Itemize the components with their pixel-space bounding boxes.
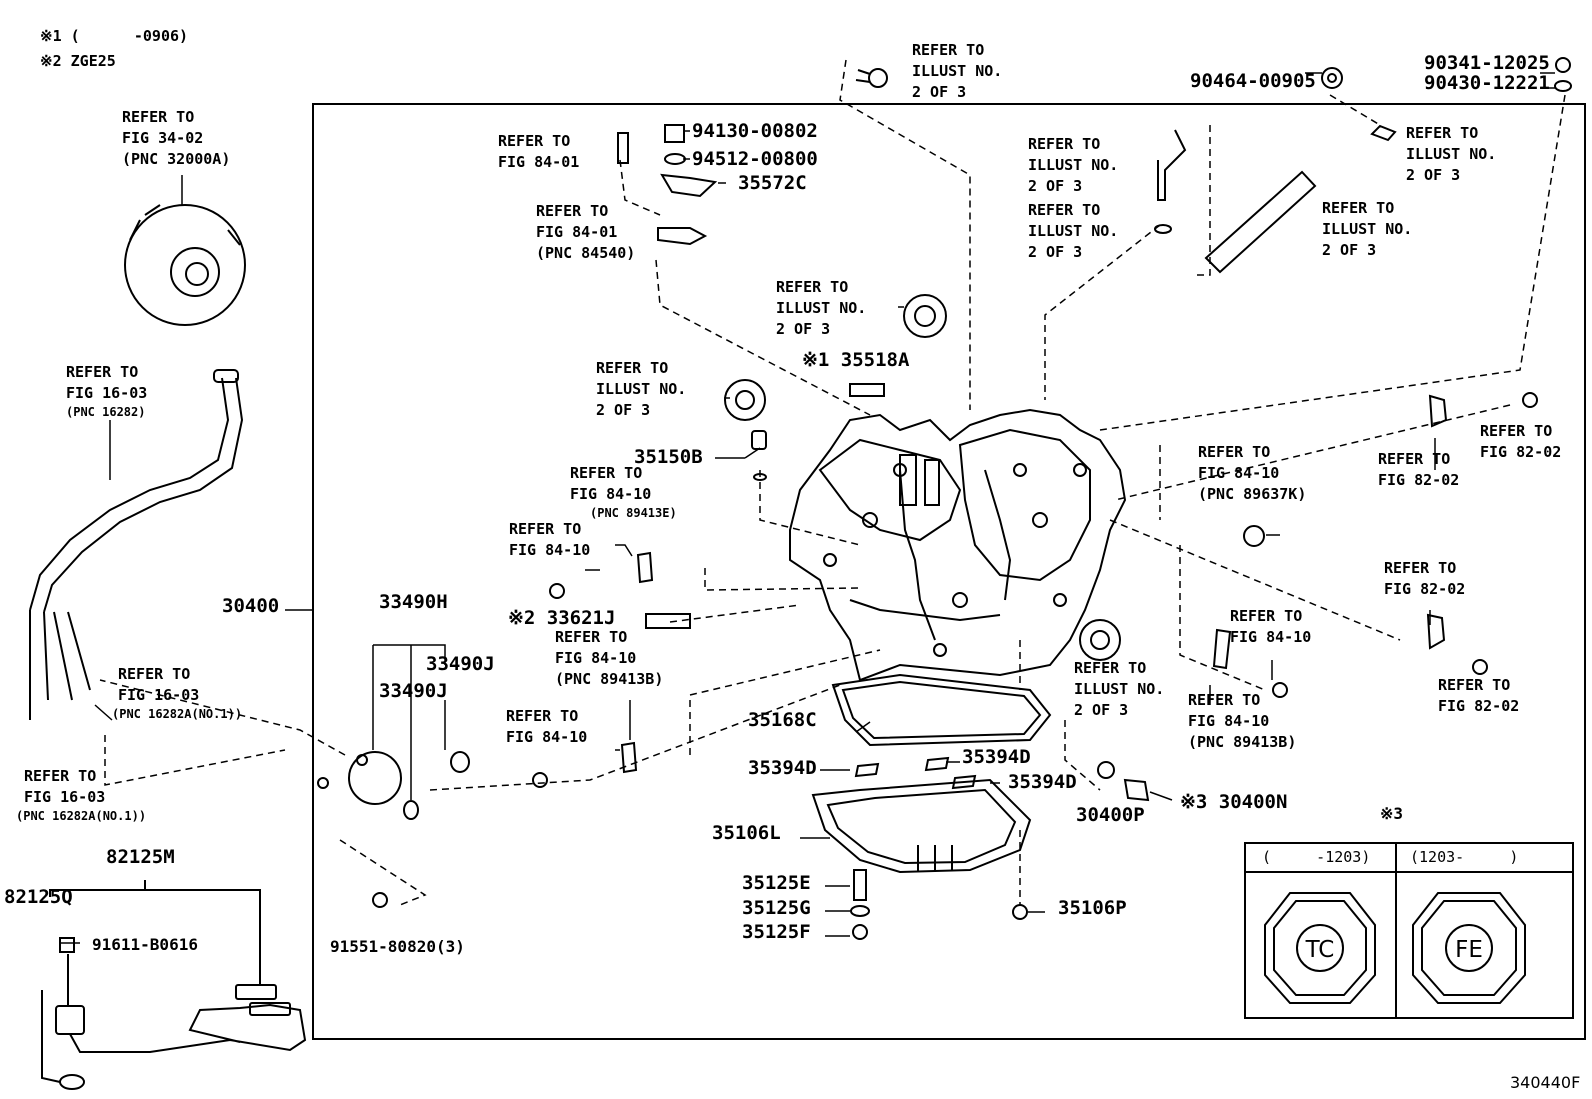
leader-lines xyxy=(99,59,1566,906)
part-94130-00802: 94130-00802 xyxy=(692,120,818,142)
note-1: ※1 ( -0906) xyxy=(40,27,189,45)
part-33621j: ※2 33621J xyxy=(508,607,616,629)
solid-leaders xyxy=(60,72,1555,944)
part-35106l: 35106L xyxy=(712,822,781,844)
oil-pan-gasket xyxy=(831,673,1052,747)
part-35106p: 35106P xyxy=(1058,897,1127,919)
small-parts xyxy=(59,57,1572,953)
part-35150b: 35150B xyxy=(634,446,703,468)
note-2: ※2 ZGE25 xyxy=(40,52,116,70)
stamp-table xyxy=(1244,842,1574,1019)
wire-harness xyxy=(41,880,307,1090)
part-33490j-a: 33490J xyxy=(426,653,495,675)
part-91611-b0616: 91611-B0616 xyxy=(92,935,198,954)
assembly-frame xyxy=(312,103,1586,1040)
part-90341-12025: 90341-12025 xyxy=(1424,52,1550,74)
part-30400: 30400 xyxy=(222,595,280,617)
part-35125g: 35125G xyxy=(742,897,811,919)
part-82125q: 82125Q xyxy=(4,886,73,908)
inset-col2-header: (1203- ) xyxy=(1410,848,1519,866)
part-35394d-b: 35394D xyxy=(962,746,1031,768)
part-35125e: 35125E xyxy=(742,872,811,894)
part-33490h: 33490H xyxy=(379,591,448,613)
part-30400n: ※3 30400N xyxy=(1180,791,1288,813)
part-35394d-a: 35394D xyxy=(748,757,817,779)
torque-converter xyxy=(124,204,246,326)
part-82125m: 82125M xyxy=(106,846,175,868)
transaxle-case xyxy=(789,408,1127,682)
part-35572c: 35572C xyxy=(738,172,807,194)
part-30400p: 30400P xyxy=(1076,804,1145,826)
stamp-fe: FE xyxy=(1455,937,1483,963)
part-35518a: ※1 35518A xyxy=(802,349,910,371)
part-33490j-b: 33490J xyxy=(379,680,448,702)
oil-pan xyxy=(811,778,1032,874)
part-35394d-c: 35394D xyxy=(1008,771,1077,793)
inset-col1-header: ( -1203) xyxy=(1262,848,1371,866)
stamp-tc: TC xyxy=(1305,937,1335,963)
part-91551-80820: 91551-80820(3) xyxy=(330,937,465,956)
part-90430-12221: 90430-12221 xyxy=(1424,72,1550,94)
part-94512-00800: 94512-00800 xyxy=(692,148,818,170)
oil-cooler-hoses xyxy=(29,369,244,720)
inset-mark: ※3 xyxy=(1380,804,1404,823)
drawing-id: 340440F xyxy=(1510,1073,1581,1092)
part-35168c: 35168C xyxy=(748,709,817,731)
part-35125f: 35125F xyxy=(742,921,811,943)
part-90464-00905: 90464-00905 xyxy=(1190,70,1316,92)
